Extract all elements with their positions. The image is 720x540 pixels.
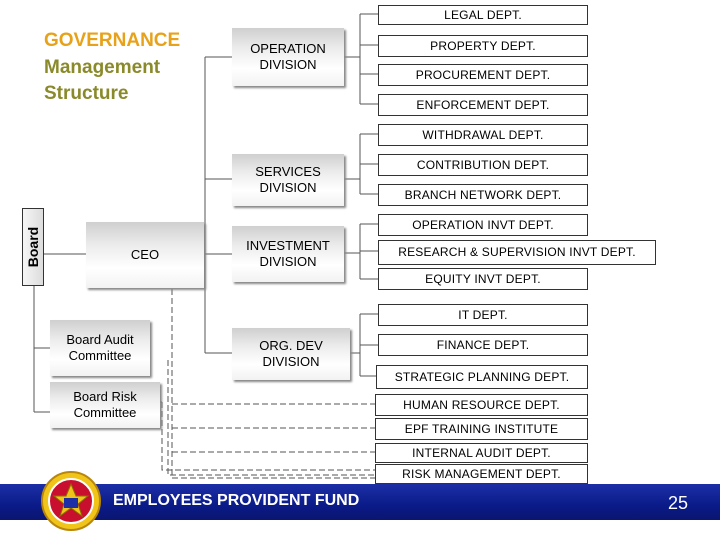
operation-division-box: OPERATION DIVISION <box>232 28 344 86</box>
board-box: Board <box>22 208 44 286</box>
procurement-dept-box: PROCUREMENT DEPT. <box>378 64 588 86</box>
branch-network-dept-box: BRANCH NETWORK DEPT. <box>378 184 588 206</box>
operation-invt-dept-box: OPERATION INVT DEPT. <box>378 214 588 236</box>
finance-dept-box: FINANCE DEPT. <box>378 334 588 356</box>
withdrawal-dept-box: WITHDRAWAL DEPT. <box>378 124 588 146</box>
risk-management-dept-box: RISK MANAGEMENT DEPT. <box>375 464 588 484</box>
epf-training-institute-box: EPF TRAINING INSTITUTE <box>375 418 588 440</box>
research-supervision-invt-dept-box: RESEARCH & SUPERVISION INVT DEPT. <box>378 240 656 265</box>
enforcement-dept-box: ENFORCEMENT DEPT. <box>378 94 588 116</box>
board-label: Board <box>25 226 41 268</box>
title-governance: GOVERNANCE <box>44 30 181 51</box>
property-dept-box: PROPERTY DEPT. <box>378 35 588 57</box>
legal-dept-box: LEGAL DEPT. <box>378 5 588 25</box>
services-division-box: SERVICES DIVISION <box>232 154 344 206</box>
organization-name: EMPLOYEES PROVIDENT FUND <box>113 492 360 509</box>
contribution-dept-box: CONTRIBUTION DEPT. <box>378 154 588 176</box>
title-management: Management <box>44 57 161 78</box>
human-resource-dept-box: HUMAN RESOURCE DEPT. <box>375 394 588 416</box>
page-number: 25 <box>668 493 689 513</box>
strategic-planning-dept-box: STRATEGIC PLANNING DEPT. <box>376 365 588 389</box>
title-structure: Structure <box>44 83 129 104</box>
internal-audit-dept-box: INTERNAL AUDIT DEPT. <box>375 443 588 463</box>
org-dev-division-box: ORG. DEV DIVISION <box>232 328 350 380</box>
board-risk-committee-box: Board Risk Committee <box>50 382 160 428</box>
investment-division-box: INVESTMENT DIVISION <box>232 226 344 282</box>
epf-crest-icon <box>41 471 101 531</box>
equity-invt-dept-box: EQUITY INVT DEPT. <box>378 268 588 290</box>
footer-bar <box>0 484 720 520</box>
board-audit-committee-box: Board Audit Committee <box>50 320 150 376</box>
ceo-box: CEO <box>86 222 204 288</box>
it-dept-box: IT DEPT. <box>378 304 588 326</box>
